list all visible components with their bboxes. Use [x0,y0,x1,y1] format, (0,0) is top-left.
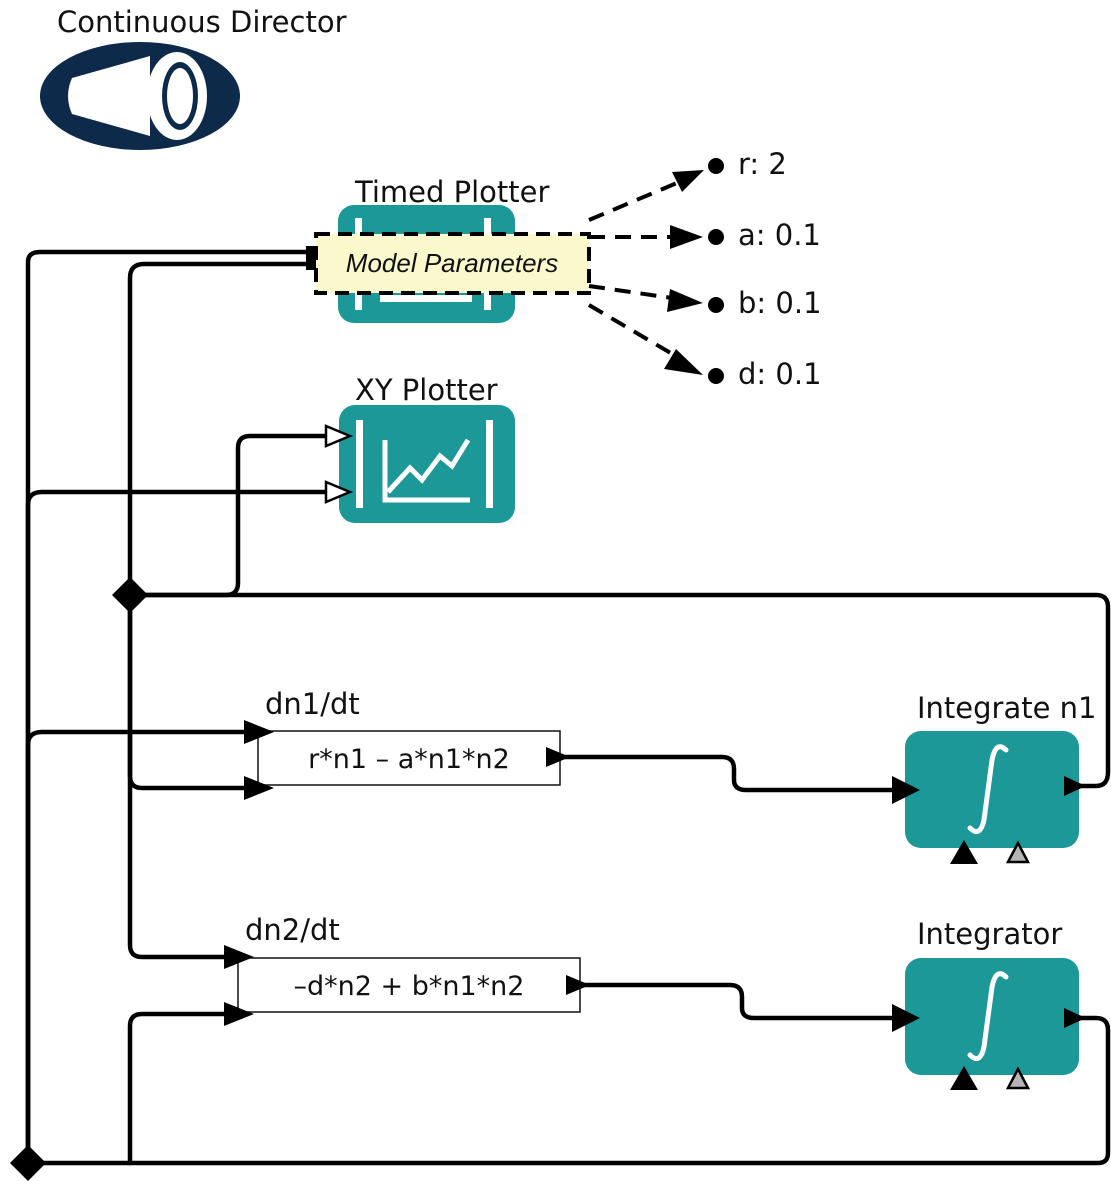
wire-upper-to-timed-plotter [127,261,315,598]
expr2-input-port-1[interactable] [224,945,254,969]
link-d-arrowhead [664,349,703,375]
wire-upper-to-dn2 [127,592,229,960]
integrator2-actor[interactable] [892,958,1086,1090]
wire-lower-to-xy [25,489,329,1166]
relation-diamond-lower[interactable] [10,1145,46,1181]
timed-plotter-input-ports [306,246,316,270]
link-d [587,303,676,357]
wire-lower-to-dn1 [25,729,249,1166]
integrator2-input-port[interactable] [892,1004,920,1032]
integrator2-impulse-port[interactable] [950,1066,978,1090]
integrator1-initial-port[interactable] [1005,840,1031,864]
wire-upper-loop [127,592,1111,789]
expr1-output-port[interactable] [546,747,570,767]
parameter-list: r: 2 a: 0.1 b: 0.1 d: 0.1 [708,147,822,391]
integral-icon [967,971,1009,1062]
expr1-actor[interactable]: r*n1 – a*n1*n2 [244,720,570,800]
parameter-d[interactable]: d: 0.1 [708,357,822,391]
parameter-r[interactable]: r: 2 [708,147,787,181]
link-r [588,178,685,222]
wire-upper-to-dn1 [127,592,249,791]
timed-plotter-label: Timed Plotter [354,175,549,209]
link-b [588,284,673,300]
timed-plotter-input-port[interactable] [306,246,316,270]
integrator1-actor[interactable] [892,731,1086,864]
integrator1-input-port[interactable] [892,776,920,804]
wires [25,249,1111,1166]
link-r-arrowhead [672,170,704,192]
integrator1-label: Integrate n1 [917,691,1097,725]
link-a-arrowhead [670,225,703,249]
model-parameters-annotation[interactable]: Model Parameters [314,232,591,295]
wire-lower-to-timed-plotter [25,249,315,1166]
expr2-label: dn2/dt [245,913,340,947]
xy-input-port-1[interactable] [324,424,354,448]
expr2-input-port-2[interactable] [224,1002,254,1026]
parameter-a[interactable]: a: 0.1 [708,218,821,252]
integral-icon [967,744,1009,835]
parameter-d-text: d: 0.1 [738,357,822,391]
expr1-input-port-2[interactable] [244,776,274,800]
relation-diamond-upper[interactable] [112,577,148,613]
integrator2-initial-port[interactable] [1005,1066,1031,1090]
expr2-actor[interactable]: –d*n2 + b*n1*n2 [224,945,590,1026]
wire-dn2-to-integrator [579,982,895,1021]
integrator1-impulse-port[interactable] [950,840,978,864]
annotation-text: Model Parameters [346,248,558,278]
wire-upper-to-xy [127,433,329,598]
expr2-output-port[interactable] [566,975,590,995]
xy-plotter-actor[interactable] [324,405,515,523]
expr1-label: dn1/dt [265,687,360,721]
megaphone-icon[interactable] [40,42,240,150]
wire-lower-to-dn2 [127,1011,229,1166]
xy-plotter-label: XY Plotter [355,373,498,407]
wire-dn1-to-integrator [559,754,895,793]
parameter-b[interactable]: b: 0.1 [708,286,822,320]
parameter-a-text: a: 0.1 [738,218,821,252]
integrator1-output-port[interactable] [1064,776,1086,796]
wire-lower-loop [25,1015,1111,1166]
parameter-b-text: b: 0.1 [738,286,822,320]
expr2-expression: –d*n2 + b*n1*n2 [294,971,525,1002]
expr1-expression: r*n1 – a*n1*n2 [308,744,510,775]
parameter-r-text: r: 2 [738,147,787,181]
integrator2-output-port[interactable] [1064,1008,1086,1028]
expr1-input-port-1[interactable] [244,720,274,744]
link-b-arrowhead [667,289,703,312]
parameter-links [587,170,704,375]
xy-plot-icon [382,438,471,503]
director-label: Continuous Director [57,5,347,39]
xy-input-port-2[interactable] [324,480,354,504]
integrator2-label: Integrator [917,917,1062,951]
